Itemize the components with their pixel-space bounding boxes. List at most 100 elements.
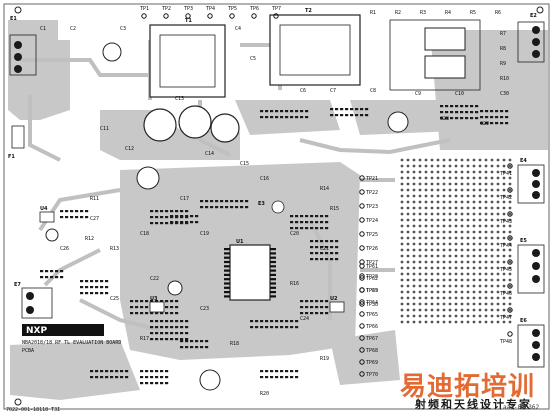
tp-label: TP64 bbox=[366, 300, 378, 306]
tp-label: TP44 bbox=[500, 243, 512, 249]
cap-label: C5 bbox=[250, 56, 256, 62]
tp-label: TP6 bbox=[250, 6, 259, 12]
resistor-label: R19 bbox=[320, 356, 329, 362]
fuse-f1: F1 bbox=[8, 125, 25, 160]
connector-e7: E7 bbox=[14, 282, 53, 319]
tp-label: TP5 bbox=[228, 6, 237, 12]
tp-label: TP21 bbox=[366, 176, 378, 182]
mounting-holes bbox=[14, 6, 544, 406]
tp-label: TP29 bbox=[366, 288, 378, 294]
connector-e1: E1 bbox=[9, 16, 37, 76]
tp-label: TP28 bbox=[366, 274, 378, 280]
resistor-label: R3 bbox=[420, 10, 426, 16]
connector-e4: E4 bbox=[517, 158, 545, 204]
cap-label: C6 bbox=[300, 88, 306, 94]
electrolytic-caps bbox=[45, 42, 409, 391]
cap-label: C10 bbox=[455, 91, 464, 97]
cap-label: C28 bbox=[440, 116, 449, 122]
cap-label: C16 bbox=[260, 176, 269, 182]
tp-label: TP25 bbox=[366, 232, 378, 238]
tp-label: TP45 bbox=[500, 267, 512, 273]
resistor-label: R1 bbox=[370, 10, 376, 16]
resistor-label: R14 bbox=[320, 186, 329, 192]
tp-label: TP24 bbox=[366, 218, 378, 224]
connector-e5: E5 bbox=[517, 238, 545, 294]
label-u1: U1 bbox=[236, 239, 244, 245]
cap-label: C15 bbox=[240, 161, 249, 167]
cap-label: C1 bbox=[40, 26, 46, 32]
cap-label: C21 bbox=[320, 246, 329, 252]
label-e5: E5 bbox=[520, 238, 527, 244]
smd-pads bbox=[40, 105, 509, 385]
cap-label: C29 bbox=[480, 121, 489, 127]
cap-label: C18 bbox=[140, 231, 149, 237]
tp-label: TP67 bbox=[366, 336, 378, 342]
resistor-label: R9 bbox=[500, 61, 506, 67]
ic-label: U4 bbox=[40, 206, 48, 212]
ic-label: U2 bbox=[330, 296, 338, 302]
nxp-logo: NXP bbox=[26, 326, 47, 336]
tp-label: TP27 bbox=[366, 260, 378, 266]
watermark-sub: 射频和天线设计专家 bbox=[415, 398, 532, 411]
label-e1: E1 bbox=[10, 16, 17, 22]
cap-label: C27 bbox=[90, 216, 99, 222]
tp-label: TP46 bbox=[500, 291, 512, 297]
cap-label: C24 bbox=[300, 316, 309, 322]
tp-label: TP7 bbox=[272, 6, 281, 12]
resistor-label: R6 bbox=[495, 10, 501, 16]
label-e3: E3 bbox=[258, 201, 265, 207]
cap-label: C9 bbox=[415, 91, 421, 97]
cap-label: C19 bbox=[200, 231, 209, 237]
cap-label: C4 bbox=[235, 26, 241, 32]
resistor-label: R7 bbox=[500, 31, 506, 37]
tp-label: TP26 bbox=[366, 246, 378, 252]
label-e6: E6 bbox=[520, 318, 527, 324]
resistor-label: R20 bbox=[260, 391, 269, 397]
figure-id: aaa-000362 bbox=[503, 404, 540, 411]
cap-label: C13 bbox=[175, 96, 184, 102]
cap-label: C30 bbox=[500, 91, 509, 97]
connector-e6: E6 bbox=[517, 318, 545, 368]
tp-label: TP23 bbox=[366, 204, 378, 210]
pcb-label: PCBA bbox=[22, 348, 34, 354]
relay-block bbox=[389, 19, 481, 91]
tp-label: TP68 bbox=[366, 348, 378, 354]
cap-label: C3 bbox=[120, 26, 126, 32]
ic-label: U3 bbox=[150, 296, 158, 302]
tp-label: TP61 bbox=[366, 264, 378, 270]
cap-label: C14 bbox=[205, 151, 214, 157]
tp-label: TP66 bbox=[366, 324, 378, 330]
cap-label: C11 bbox=[100, 126, 109, 132]
resistor-label: R8 bbox=[500, 46, 506, 52]
tp-label: TP3 bbox=[184, 6, 193, 12]
cap-label: C12 bbox=[125, 146, 134, 152]
tp-label: TP41 bbox=[500, 171, 512, 177]
tp-label: TP48 bbox=[500, 339, 512, 345]
tp-label: TP2 bbox=[162, 6, 171, 12]
label-e4: E4 bbox=[520, 158, 527, 164]
connector-e2: E2 bbox=[517, 13, 545, 63]
watermark-main: 易迪拓培训 bbox=[400, 372, 536, 402]
resistor-label: R10 bbox=[500, 76, 509, 82]
resistor-label: R12 bbox=[85, 236, 94, 242]
tp-label: TP30 bbox=[366, 302, 378, 308]
tp-label: TP4 bbox=[206, 6, 215, 12]
cap-label: C8 bbox=[370, 88, 376, 94]
tp-label: TP70 bbox=[366, 372, 378, 378]
tp-label: TP63 bbox=[366, 288, 378, 294]
tp-label: TP62 bbox=[366, 276, 378, 282]
cap-label: C22 bbox=[150, 276, 159, 282]
resistor-label: R16 bbox=[290, 281, 299, 287]
prototype-dot-grid bbox=[400, 158, 512, 324]
board-title: NBA2018/18 RF TL EVALUATION BOARD bbox=[22, 340, 121, 346]
label-e2: E2 bbox=[530, 13, 537, 19]
title-block: NXP www.nxp.com NBA2018/18 RF TL EVALUAT… bbox=[6, 324, 121, 413]
resistor-label: R2 bbox=[395, 10, 401, 16]
cap-label: C7 bbox=[330, 88, 336, 94]
label-t2: T2 bbox=[305, 8, 312, 14]
cap-label: C2 bbox=[70, 26, 76, 32]
resistor-label: R4 bbox=[445, 10, 451, 16]
